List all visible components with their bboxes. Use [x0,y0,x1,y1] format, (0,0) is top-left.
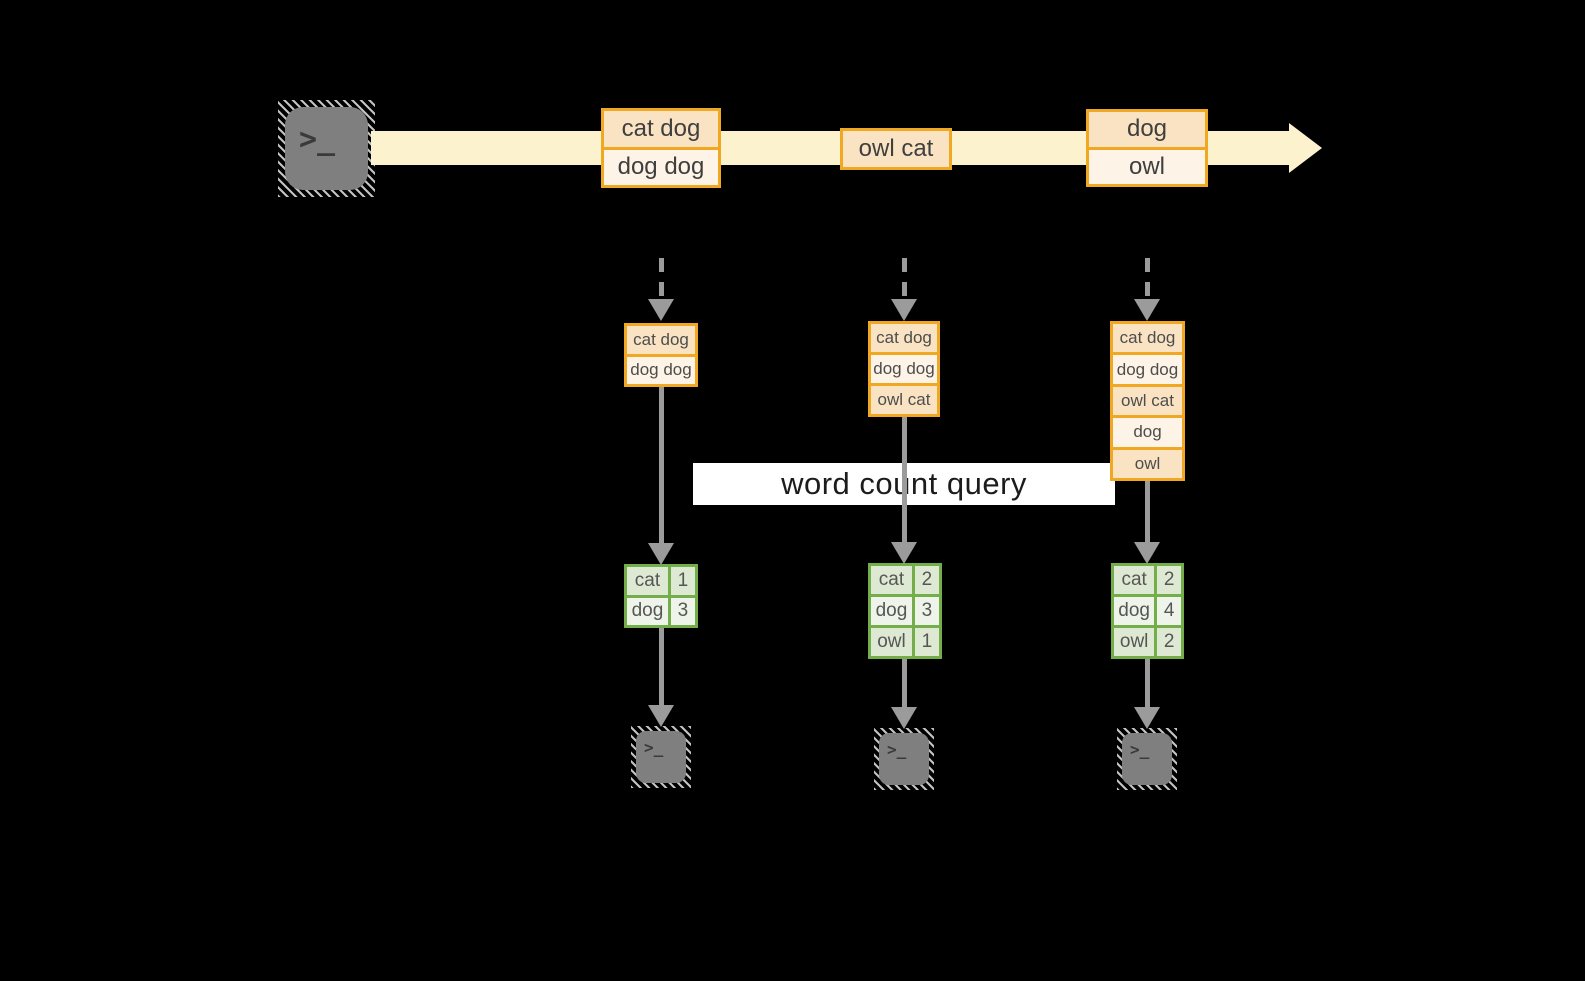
word-cell: dog [1114,597,1155,625]
arrowhead-icon [1134,542,1160,564]
message-buffer: cat dog dog dog owl cat [868,321,940,417]
arrowhead-icon [891,542,917,564]
stream-message-line: owl [1089,149,1205,184]
arrowhead-icon [1134,707,1160,729]
terminal-prompt-icon: >_ [887,740,907,759]
buffer-item: cat dog [627,326,695,354]
flow-line [659,628,664,706]
buffer-item: owl [1113,449,1182,478]
arrowhead-icon [891,707,917,729]
word-count-table: cat 2 dog 3 owl 1 [868,563,942,659]
count-cell: 1 [914,628,939,656]
buffer-item: dog dog [871,355,937,383]
consume-arrow-line [902,258,907,298]
word-cell: cat [1114,566,1155,594]
stream-message: owl cat [840,128,952,170]
consume-arrow-line [1145,258,1150,298]
arrowhead-icon [648,543,674,565]
flow-line [659,387,664,544]
count-cell: 2 [914,566,939,594]
terminal-prompt-icon: >_ [299,122,336,157]
sink-terminal-icon: >_ [1117,728,1177,790]
stream-message-line: owl cat [843,131,949,167]
word-cell: owl [871,628,912,656]
buffer-item: dog dog [1113,355,1182,384]
source-terminal-icon: >_ [278,100,375,197]
flow-line [1145,659,1150,708]
buffer-item: dog dog [627,356,695,384]
count-cell: 3 [914,597,939,625]
flow-line [902,659,907,708]
stream-message: cat dog dog dog [601,108,721,188]
word-cell: dog [871,597,912,625]
word-cell: cat [627,567,668,595]
terminal-prompt-icon: >_ [644,738,664,757]
count-cell: 4 [1157,597,1181,625]
buffer-item: owl cat [1113,386,1182,416]
consume-arrow-line [659,258,664,298]
message-buffer: cat dog dog dog owl cat dog owl [1110,321,1185,481]
terminal-prompt-icon: >_ [1130,740,1150,759]
arrowhead-icon [648,299,674,321]
stream-message-line: dog [1089,112,1205,147]
flow-line [1145,481,1150,543]
word-cell: dog [627,597,668,625]
terminal-screen: >_ [1122,733,1172,785]
message-buffer: cat dog dog dog [624,323,698,387]
arrowhead-icon [648,705,674,727]
stream-message-line: cat dog [604,111,718,147]
sink-terminal-icon: >_ [631,726,691,788]
count-cell: 2 [1157,628,1181,656]
stream-message-line: dog dog [604,149,718,185]
word-cell: cat [871,566,912,594]
count-cell: 2 [1157,566,1181,594]
flow-line [902,417,907,543]
arrowhead-icon [891,299,917,321]
buffer-item: cat dog [871,324,937,352]
terminal-screen: >_ [636,731,686,783]
word-cell: owl [1114,628,1155,656]
buffer-item: cat dog [1113,324,1182,353]
terminal-screen: >_ [285,107,368,190]
count-cell: 1 [670,567,695,595]
sink-terminal-icon: >_ [874,728,934,790]
stream-arrowhead-icon [1289,123,1322,173]
buffer-item: owl cat [871,386,937,414]
word-count-table: cat 2 dog 4 owl 2 [1111,563,1184,659]
terminal-screen: >_ [879,733,929,785]
count-cell: 3 [670,597,695,625]
buffer-item: dog [1113,418,1182,447]
word-count-table: cat 1 dog 3 [624,564,698,628]
stream-message: dog owl [1086,109,1208,187]
arrowhead-icon [1134,299,1160,321]
